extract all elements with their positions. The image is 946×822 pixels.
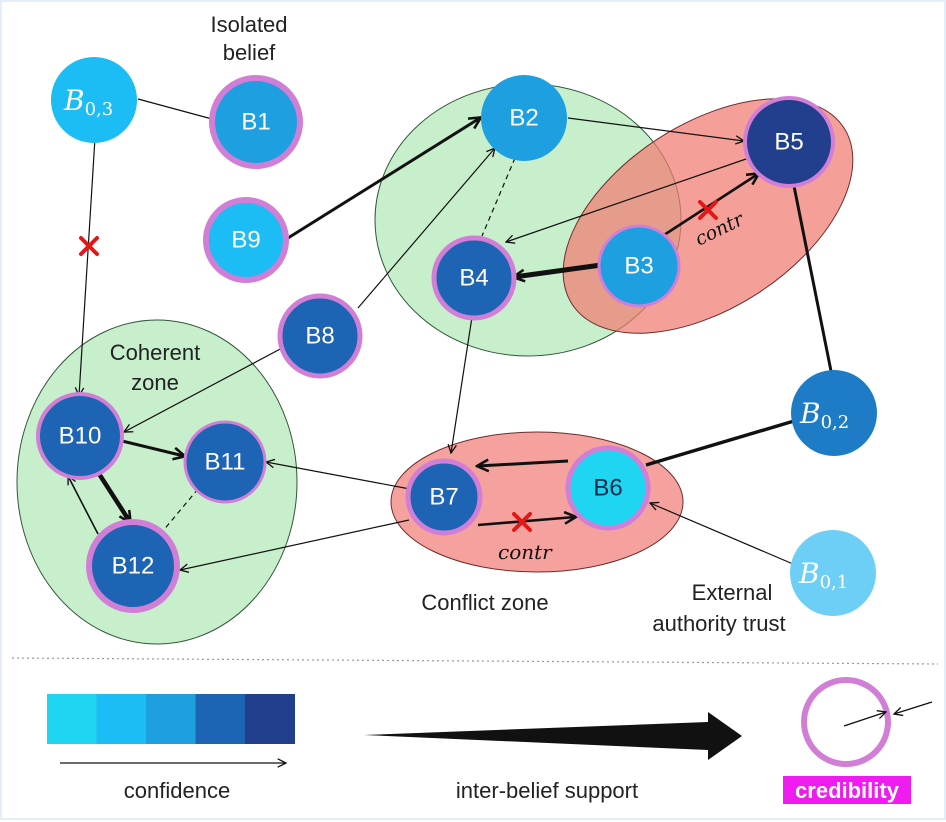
source-node-b03[interactable]: B0,3 — [51, 57, 137, 143]
edge-b2-b5 — [567, 117, 744, 141]
confidence-swatch — [96, 694, 147, 744]
external-authority-label-line1: External — [692, 580, 773, 605]
conflict-zone-label: Conflict zone — [421, 590, 548, 615]
legend-separator — [11, 657, 939, 665]
edge-b7-b11 — [266, 462, 411, 490]
belief-node-label: B7 — [429, 484, 458, 511]
belief-node-label: B6 — [593, 475, 622, 502]
belief-node-label: B1 — [241, 109, 270, 136]
belief-node-b6[interactable]: B6 — [565, 445, 651, 531]
credibility-ring-icon — [801, 677, 891, 767]
edge-b02-b6 — [645, 419, 795, 467]
belief-node-b3[interactable]: B3 — [597, 224, 681, 308]
belief-node-b12[interactable]: B12 — [86, 519, 180, 613]
confidence-label: confidence — [124, 778, 230, 803]
edge-b6-b7 — [478, 461, 569, 466]
belief-node-b5[interactable]: B5 — [743, 96, 835, 188]
belief-node-b10[interactable]: B10 — [36, 392, 124, 480]
belief-node-label: B11 — [205, 449, 246, 476]
edge-b10-b12 — [92, 464, 130, 522]
belief-node-label: B12 — [112, 553, 155, 580]
credibility-label: credibility — [795, 778, 900, 803]
confidence-swatch — [195, 694, 246, 744]
belief-node-label: B3 — [624, 253, 653, 280]
confidence-swatch — [245, 694, 295, 744]
credibility-inner-arrow — [843, 712, 886, 727]
belief-node-b1[interactable]: B1 — [209, 75, 303, 169]
edge-b8-b2 — [357, 148, 495, 309]
edge-b01-b6 — [650, 503, 794, 565]
source-node-label: B0,2 — [799, 397, 849, 433]
belief-node-label: B2 — [509, 105, 538, 132]
belief-node-label: B8 — [305, 323, 334, 350]
belief-node-b4[interactable]: B4 — [431, 235, 517, 321]
source-node-b02[interactable]: B0,2 — [791, 370, 877, 456]
belief-node-label: B4 — [459, 265, 488, 292]
belief-node-b2[interactable]: B2 — [481, 75, 567, 161]
belief-node-label: B10 — [59, 423, 102, 450]
confidence-swatch — [146, 694, 196, 744]
contr-label-lower: contr — [498, 540, 553, 564]
support-label: inter-belief support — [456, 778, 638, 803]
isolated-belief-label-line1: Isolated — [210, 12, 287, 37]
edge-b03-b1 — [137, 98, 213, 120]
source-node-label: B0,1 — [798, 557, 848, 593]
edge-b5-b02 — [792, 185, 833, 372]
edge-b3-b4 — [514, 262, 602, 277]
edge-b4-b7 — [451, 316, 473, 453]
edge-b8-b10 — [124, 346, 285, 432]
belief-node-b8[interactable]: B8 — [277, 293, 363, 379]
coherent-zone-label-line2: zone — [131, 370, 179, 395]
contradiction-marks — [79, 200, 718, 532]
belief-node-label: B5 — [774, 129, 803, 156]
edge-b7-b12 — [180, 519, 410, 570]
cross-mark-icon — [79, 236, 99, 256]
source-node-label: B0,3 — [63, 84, 113, 120]
belief-node-label: B9 — [231, 227, 260, 254]
support-edges — [67, 98, 833, 570]
credibility-badge — [783, 776, 911, 804]
cross-mark-icon — [512, 512, 532, 532]
belief-node-b11[interactable]: B11 — [183, 420, 267, 504]
credibility-outer-arrow — [894, 701, 933, 714]
edge-b03-b10 — [79, 137, 96, 396]
coherent-zone-label-line1: Coherent — [110, 340, 201, 365]
edge-b12-b10 — [67, 476, 99, 535]
belief-node-b9[interactable]: B9 — [203, 197, 289, 283]
edge-b7-b6-contr — [477, 517, 575, 527]
external-authority-label-line2: authority trust — [652, 611, 785, 636]
support-wedge-arrow — [364, 712, 742, 760]
edge-b9-b2 — [287, 118, 480, 240]
edge-b10-b11 — [121, 439, 184, 456]
cross-mark-icon — [698, 200, 718, 220]
edge-b5-b4 — [506, 158, 747, 242]
confidence-color-scale — [47, 694, 295, 744]
confidence-swatch — [47, 694, 97, 744]
belief-node-b7[interactable]: B7 — [405, 458, 483, 536]
edge-b11-b12-dashed — [161, 488, 199, 533]
isolated-belief-label-line2: belief — [223, 40, 276, 65]
source-node-b01[interactable]: B0,1 — [790, 530, 876, 616]
